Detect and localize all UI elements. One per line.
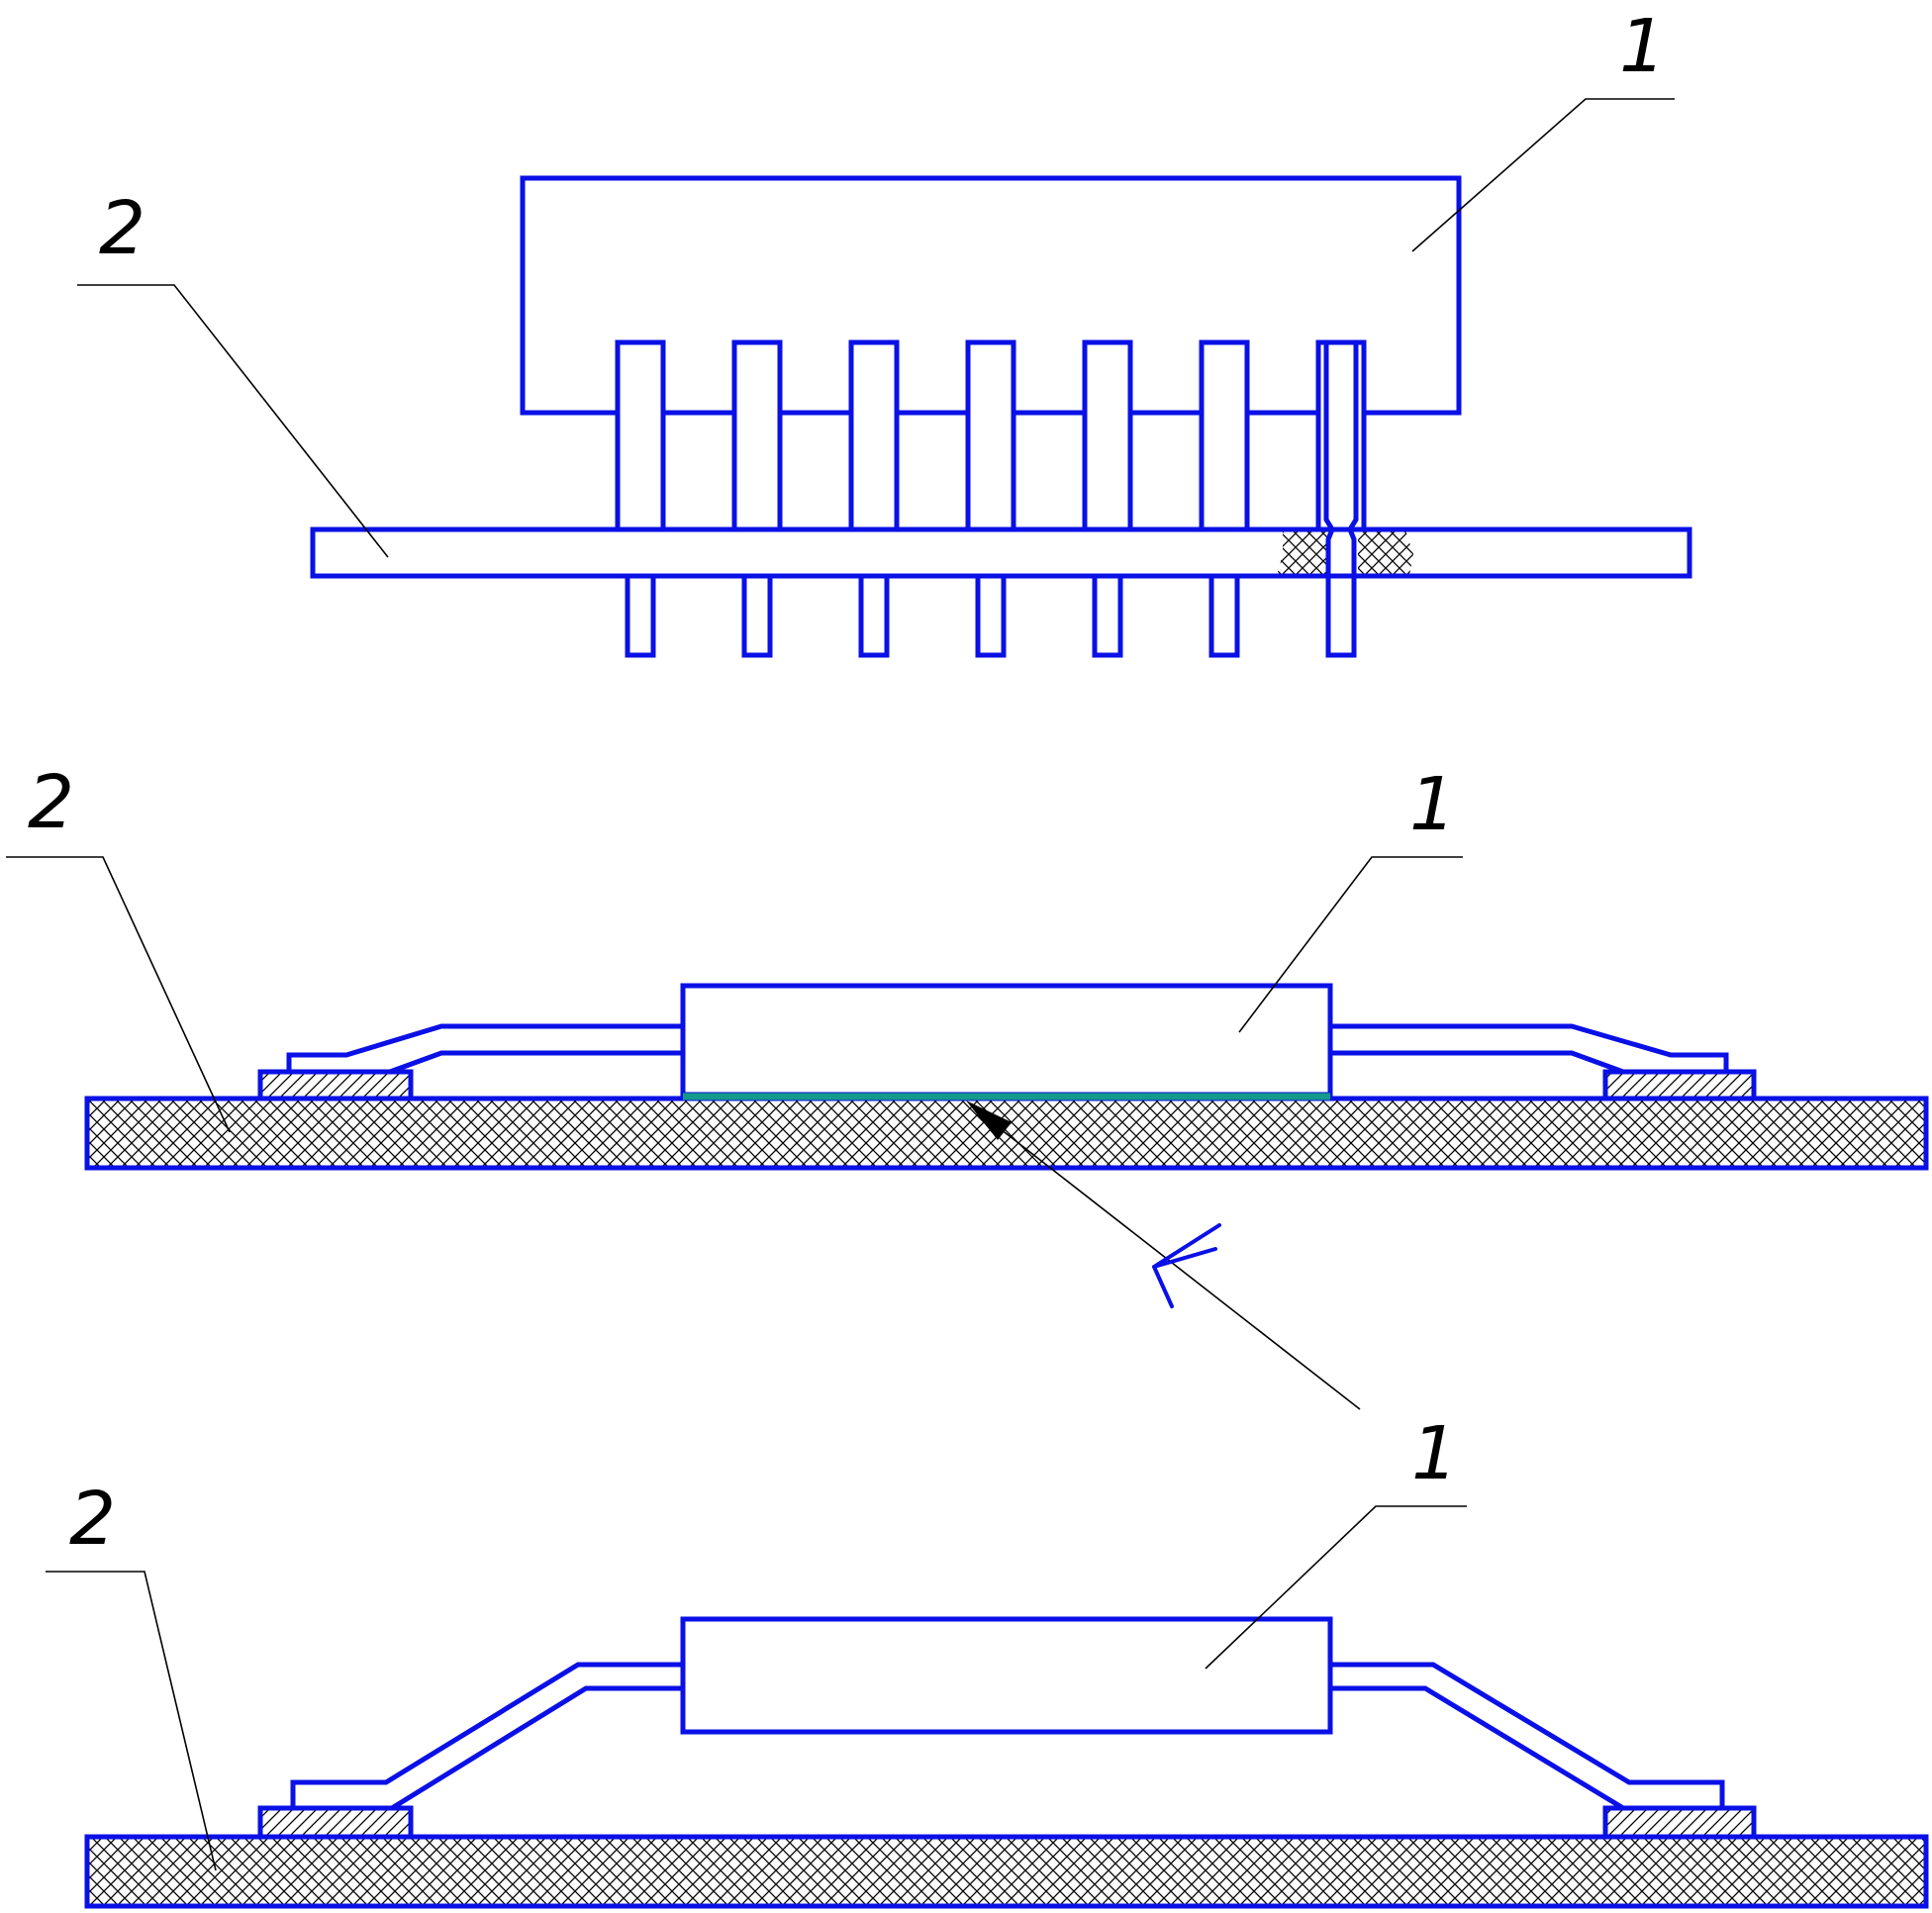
pin-stub-4 [975,573,1007,658]
component-body-smd [680,1616,1333,1735]
arrowhead-icon [966,1100,1012,1140]
pin-3 [848,339,900,532]
handwritten-mark-icon [1152,1223,1221,1308]
callout-2: 2 [28,760,74,845]
callout-1: 1 [1619,4,1666,89]
leader-line-1 [1205,1505,1467,1670]
callout-1: 1 [1411,1411,1458,1496]
figure-smd-adhesive: 1 2 [6,760,1929,1410]
pin-6 [1199,339,1250,532]
lead-left [286,1023,683,1075]
pad-left [257,1805,414,1840]
pin-4 [965,339,1016,532]
pin-1 [615,339,666,532]
callout-2: 2 [69,1477,116,1562]
component-body-smd [680,983,1333,1098]
lead-right [1330,1023,1729,1075]
lead-right [1330,1662,1725,1811]
pin-row [615,339,1367,658]
figure-through-hole: 1 2 [77,4,1692,658]
pin-2 [731,339,783,532]
solder-joint-left [1277,530,1328,576]
pin-stub-3 [858,573,890,658]
pin-7-through [1323,342,1359,576]
leader-line-2 [6,856,231,1133]
leader-line-2 [46,1571,217,1871]
pin-stub-7 [1325,573,1357,658]
pin-5 [1082,339,1133,532]
pad-right [1602,1805,1757,1840]
callout-1: 1 [1409,762,1456,847]
adhesive-leader [991,1121,1361,1410]
pad-left [257,1069,414,1101]
leader-line-1 [1238,856,1463,1033]
leader-line-2 [77,284,389,558]
solder-joint-right [1358,530,1413,576]
leader-line-1 [1411,98,1675,252]
pin-stub-2 [741,573,773,658]
pin-stub-1 [625,573,656,658]
callout-2: 2 [99,186,145,271]
substrate-board [84,1834,1929,1909]
pin-stub-5 [1092,573,1123,658]
pad-right [1602,1069,1757,1101]
lead-left [290,1662,683,1811]
circuit-board [310,526,1692,579]
pin-stub-6 [1208,573,1240,658]
figure-smd-raised: 1 2 [46,1411,1929,1909]
